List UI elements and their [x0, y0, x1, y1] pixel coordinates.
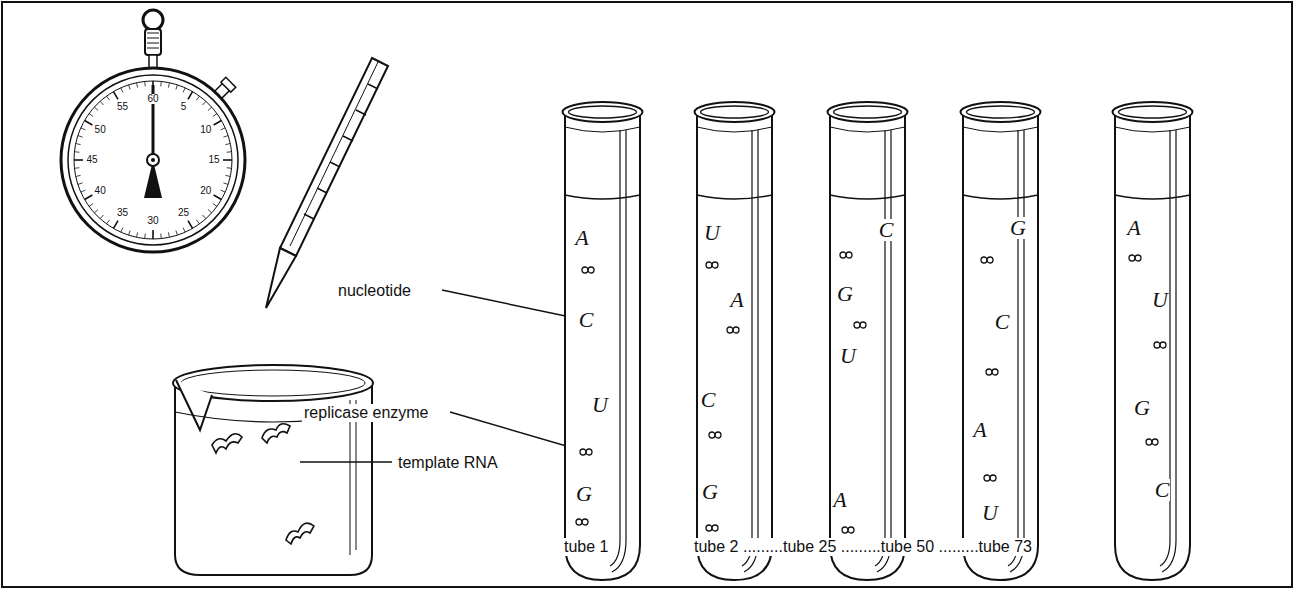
leader-line — [442, 290, 575, 318]
nucleotide-letter: U — [839, 345, 857, 367]
dial-number: 5 — [180, 102, 188, 112]
nucleotide-letter: U — [703, 222, 721, 244]
dial-number: 40 — [94, 186, 107, 196]
nucleotide-letter: C — [578, 309, 595, 331]
nucleotide-letter: G — [575, 483, 593, 505]
nucleotide-letter: U — [981, 502, 999, 524]
dial-number: 45 — [85, 155, 98, 165]
dial-number: 20 — [199, 186, 212, 196]
leader-line — [450, 412, 580, 450]
nucleotide-letter: A — [1126, 217, 1141, 239]
nucleotide-letter: G — [1009, 217, 1027, 239]
tube-label: tube 2 .........tube 25 .........tube 50… — [692, 538, 1034, 556]
beaker — [173, 365, 373, 575]
nucleotide-letter: U — [1151, 289, 1169, 311]
dial-number: 25 — [177, 208, 190, 218]
nucleotide-letter: A — [729, 289, 744, 311]
test-tube — [695, 102, 775, 580]
test-tube — [563, 102, 643, 580]
dial-number: 15 — [207, 155, 220, 165]
dial-number: 55 — [116, 102, 129, 112]
dial-number: 10 — [199, 125, 212, 135]
nucleotide-letter: A — [832, 489, 847, 511]
test-tube — [828, 102, 908, 580]
pipette — [266, 58, 388, 308]
test-tube — [1113, 102, 1193, 580]
callout-label: nucleotide — [336, 282, 413, 300]
dial-number: 50 — [94, 125, 107, 135]
test-tube — [961, 102, 1041, 580]
dial-number: 35 — [116, 208, 129, 218]
nucleotide-letter: G — [836, 283, 854, 305]
nucleotide-letter: C — [1154, 479, 1171, 501]
nucleotide-letter: G — [701, 481, 719, 503]
dial-number: 30 — [146, 216, 159, 226]
nucleotide-letter: C — [878, 219, 895, 241]
nucleotide-letter: G — [1133, 397, 1151, 419]
replicase-enzymes — [576, 252, 1166, 533]
stopwatch — [61, 10, 245, 252]
tube-label: tube 1 — [562, 538, 610, 556]
nucleotide-letter: U — [591, 394, 609, 416]
nucleotide-letter: C — [994, 311, 1011, 333]
nucleotide-letter: A — [972, 419, 987, 441]
dial-number: 60 — [146, 94, 159, 104]
nucleotide-letter: C — [700, 389, 717, 411]
callout-label: replicase enzyme — [302, 404, 431, 422]
callout-label: template RNA — [396, 454, 500, 472]
leader-line — [300, 461, 392, 463]
nucleotide-letter: A — [574, 227, 589, 249]
